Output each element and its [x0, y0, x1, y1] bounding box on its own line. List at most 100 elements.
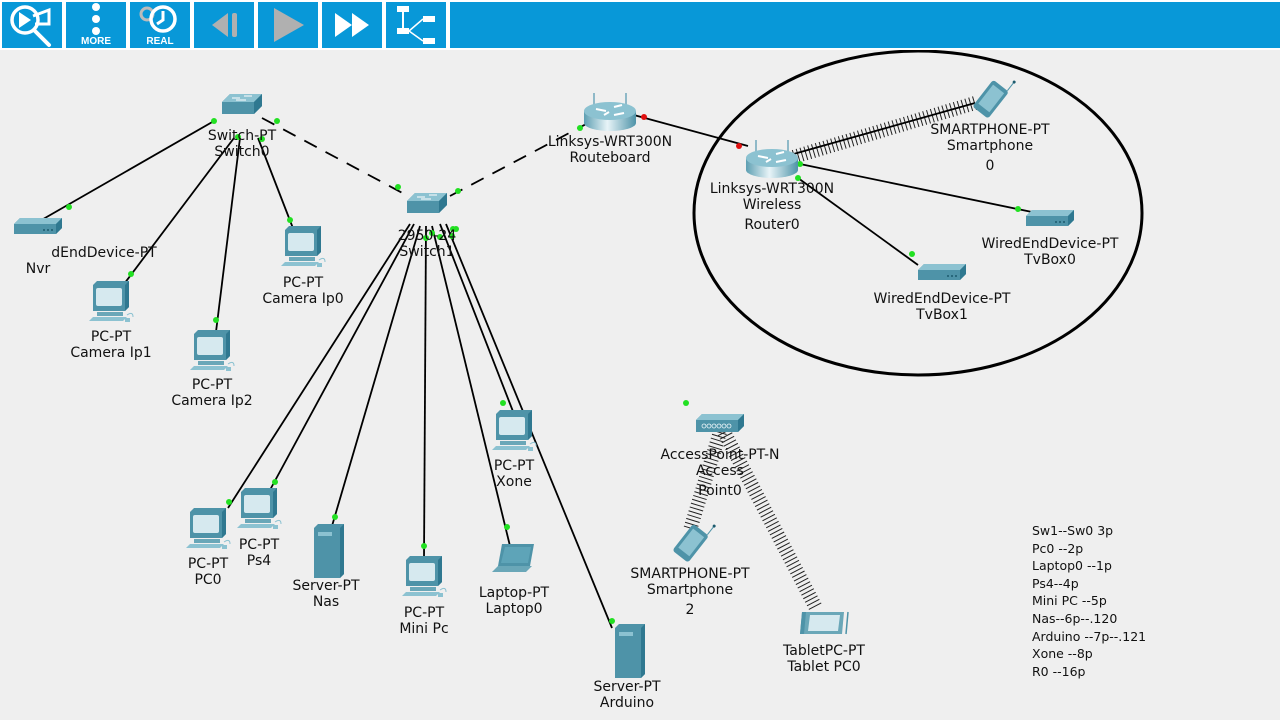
- device-model-label: TabletPC-PT: [782, 643, 865, 659]
- link-switch1-pc0[interactable]: [789, 102, 976, 156]
- router-icon: [745, 139, 799, 179]
- device-model-label: PC-PT: [188, 556, 229, 572]
- link-switch1-ps4[interactable]: [227, 223, 411, 509]
- more-button[interactable]: MORE: [66, 2, 126, 48]
- device-model-label: WiredEndDevice-PT: [982, 236, 1119, 252]
- device-model-label: PC-PT: [239, 537, 280, 553]
- device-model-label: PC-PT: [494, 458, 535, 474]
- server-icon: [615, 624, 645, 678]
- link-switch0-switch1[interactable]: [261, 117, 411, 198]
- device-name-label: Xone: [496, 474, 532, 490]
- link-status-up-dot: [455, 188, 461, 194]
- pc-icon: [88, 280, 134, 323]
- link-router0-tvbox1[interactable]: [797, 177, 919, 266]
- device-name-label: Nas: [313, 594, 339, 610]
- link-switch1-routeboard[interactable]: [449, 121, 591, 197]
- note-line: Pc0 --2p: [1032, 541, 1083, 556]
- server-icon: [314, 524, 344, 578]
- inspect-button[interactable]: [2, 2, 62, 48]
- link-switch1-xone[interactable]: [431, 225, 511, 547]
- device-name-label: Switch1: [399, 244, 454, 260]
- links-layer: [37, 96, 1033, 629]
- link-status-up-dot: [211, 118, 217, 124]
- device-name-label: Camera Ip0: [262, 291, 343, 307]
- note-line: Mini PC --5p: [1032, 593, 1107, 608]
- link-switch0-nvr[interactable]: [37, 120, 215, 223]
- link-switch0-camip2[interactable]: [213, 137, 241, 349]
- link-status-up-dot: [421, 543, 427, 549]
- link-status-up-dot: [795, 175, 801, 181]
- device-name2-label: Router0: [744, 217, 799, 233]
- step-back-button[interactable]: [194, 2, 254, 48]
- link-status-up-dot: [683, 400, 689, 406]
- link-status-up-dot: [453, 226, 459, 232]
- device-model-label: SMARTPHONE-PT: [630, 566, 750, 582]
- device-name-label: Smartphone: [947, 138, 1033, 154]
- realtime-button[interactable]: REAL: [130, 2, 190, 48]
- play-button[interactable]: [258, 2, 318, 48]
- notes-annotation[interactable]: Sw1--Sw0 3p Pc0 --2p Laptop0 --1p Ps4--4…: [1032, 523, 1146, 679]
- link-switch1-minipc[interactable]: [331, 225, 421, 527]
- router-icon: [583, 92, 637, 132]
- device-name-label: Access: [696, 463, 744, 479]
- link-switch1-laptop0[interactable]: [423, 225, 427, 559]
- link-routeboard-router0[interactable]: [629, 113, 749, 147]
- link-status-up-dot: [395, 184, 401, 190]
- device-model-label: AccessPoint-PT-N: [661, 447, 780, 463]
- device-model-label: Linksys-WRT300N: [710, 181, 834, 197]
- link-status-down-dot: [641, 114, 647, 120]
- pc-icon: [280, 225, 326, 268]
- note-line: Ps4--4p: [1032, 576, 1079, 591]
- device-name-label: TvBox0: [1023, 252, 1076, 268]
- pc-icon: [491, 409, 537, 452]
- device-model-label: PC-PT: [283, 275, 324, 291]
- link-status-up-dot: [66, 204, 72, 210]
- device-name-label: Mini Pc: [399, 621, 448, 637]
- link-status-up-dot: [128, 271, 134, 277]
- link-switch1-nas[interactable]: [269, 223, 415, 491]
- device-name-label: Routeboard: [569, 150, 650, 166]
- link-status-up-dot: [259, 136, 265, 142]
- switch-icon: [221, 93, 263, 115]
- note-line: Arduino --7p--.121: [1032, 629, 1146, 644]
- pc-icon: [189, 329, 235, 372]
- link-status-up-dot: [577, 125, 583, 131]
- fast-forward-button[interactable]: [322, 2, 382, 48]
- device-model-label: WiredEndDevice-PT: [874, 291, 1011, 307]
- link-switch1-arduino[interactable]: [439, 223, 515, 415]
- logical-topology-button[interactable]: [386, 2, 446, 48]
- more-dots-icon: [92, 3, 100, 35]
- link-status-up-dot: [423, 235, 429, 241]
- link-router0-tvbox0[interactable]: [799, 163, 1033, 213]
- smartphone-icon: [971, 69, 1018, 120]
- realtime-clock-icon: [139, 5, 177, 33]
- wired-icon: [918, 264, 966, 280]
- device-model-label: Laptop-PT: [479, 585, 550, 601]
- wired-icon: [1026, 210, 1074, 226]
- pc-icon: [236, 487, 282, 530]
- device-name-label: Laptop0: [485, 601, 542, 617]
- play-icon: [274, 8, 304, 42]
